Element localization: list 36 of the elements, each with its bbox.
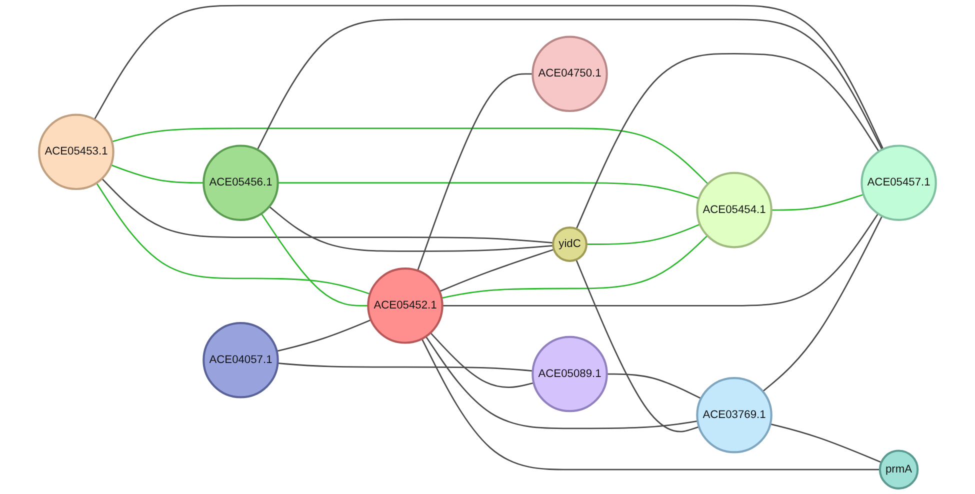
connector (278, 362, 533, 372)
node-circle: ACE05453.1 (38, 114, 114, 190)
connector (771, 194, 864, 211)
connector (94, 4, 884, 150)
node-circle: ACE03769.1 (696, 377, 772, 454)
connector (260, 213, 368, 306)
node-circle: ACE05457.1 (860, 144, 937, 221)
connector (256, 18, 883, 150)
connector (770, 423, 882, 463)
connector (421, 338, 880, 470)
node-circle: ACE05454.1 (696, 172, 772, 248)
node-circle: ACE05452.1 (367, 268, 444, 344)
node-circle: prmA (878, 450, 919, 490)
connector (430, 332, 534, 388)
node-circle: ACE05089.1 (532, 336, 608, 412)
node-circle: ACE04057.1 (202, 322, 279, 398)
connector (417, 73, 533, 271)
connector (278, 182, 700, 200)
connector (576, 259, 700, 432)
connector (268, 206, 554, 252)
connector (110, 164, 204, 184)
node-circle: ACE04750.1 (532, 36, 608, 112)
connector (101, 178, 554, 244)
connector (442, 213, 879, 306)
connector (425, 336, 698, 430)
connector (586, 224, 700, 245)
node-circle: ACE05456.1 (202, 144, 279, 221)
connector (762, 216, 883, 392)
connector (276, 319, 372, 352)
connector (96, 182, 370, 295)
connector (606, 373, 702, 400)
node-circle: yidC (552, 226, 588, 262)
connector (441, 235, 708, 299)
connector (439, 248, 554, 292)
connector (576, 52, 880, 230)
connector (112, 128, 708, 184)
